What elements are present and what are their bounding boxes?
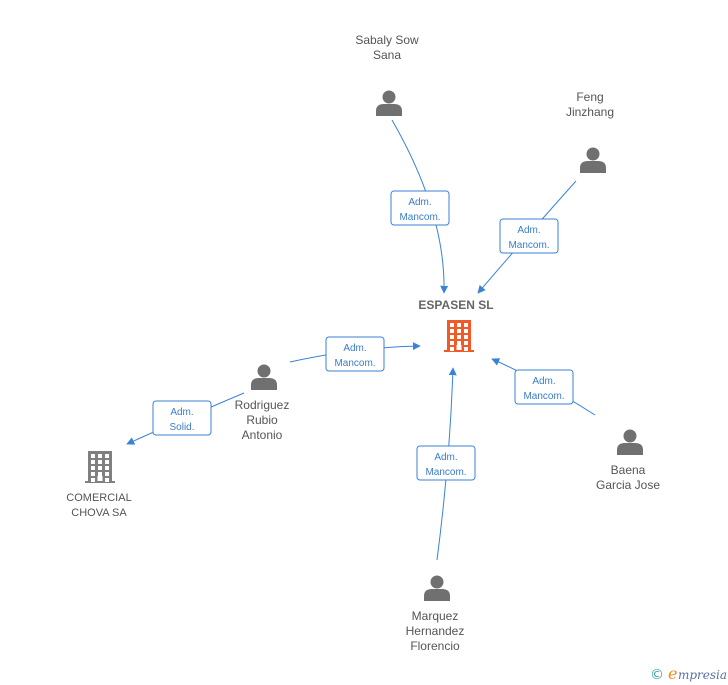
edge-label-box[interactable]: Adm. Mancom. [325,336,385,372]
person-name-line: Rubio [246,413,278,427]
person-name-line: Feng [576,90,603,104]
building-icon[interactable] [85,451,115,483]
person-name-line: Sabaly Sow [355,33,419,47]
edge-label-text: Adm. [343,343,366,354]
edge-label-box[interactable]: Adm. Mancom. [514,369,574,405]
person-name-line: Antonio [242,428,283,442]
company-node-comercial[interactable]: COMERCIAL CHOVA SA [66,451,132,519]
edges-layer: Adm. Mancom. Adm. Mancom. Adm. Mancom. Adm. Man… [126,119,596,561]
edge-label-box[interactable]: Adm. Mancom. [499,218,559,254]
person-icon[interactable] [376,90,402,117]
edge-sabaly-to-center: Adm. Mancom. [390,119,450,294]
edge-label-text: Mancom. [399,212,440,223]
watermark-brand-initial: e [668,664,677,683]
edge-label-text: Solid. [169,422,194,433]
edge-label-text: Mancom. [425,467,466,478]
person-icon[interactable] [617,429,643,456]
edge-label-box[interactable]: Adm. Mancom. [390,190,450,226]
edge-label-frame [499,218,559,254]
edge-label-frame [416,445,476,481]
company-name-line: CHOVA SA [71,507,127,519]
person-name-line: Jinzhang [566,105,614,119]
edge-label-text: Mancom. [523,391,564,402]
person-name-line: Sana [373,48,401,62]
center-company-name[interactable]: ESPASEN SL [418,298,493,312]
nodes-layer: ESPASEN SL Sabaly SowSanaFengJinzhangRodr… [66,33,660,653]
edge-marquez-to-center: Adm. Mancom. [416,367,476,561]
person-name-line: Marquez [412,609,459,623]
edge-label-box[interactable]: Adm. Solid. [152,400,212,436]
edge-label-text: Adm. [170,407,193,418]
person-name-line: Garcia Jose [596,478,660,492]
edge-rodriguez-to-center: Adm. Mancom. [289,336,421,372]
person-icon[interactable] [251,364,277,391]
edge-label-text: Mancom. [334,358,375,369]
center-company-node[interactable]: ESPASEN SL [418,298,494,352]
empresia-watermark: © e mpresia [650,664,727,683]
watermark-brand-rest: mpresia [678,668,727,682]
edge-baena-to-center: Adm. Mancom. [491,358,596,416]
person-name-line: Rodriguez [235,398,290,412]
person-icon[interactable] [580,147,606,174]
company-name: COMERCIAL CHOVA SA [66,492,131,519]
edge-label-box[interactable]: Adm. Mancom. [416,445,476,481]
edge-label-text: Adm. [434,452,457,463]
edge-rodriguez-to-comercial: Adm. Solid. [126,392,245,445]
edge-label-text: Adm. [408,197,431,208]
company-name-line: COMERCIAL [66,492,131,504]
person-icon[interactable] [424,575,450,602]
edge-label-frame [390,190,450,226]
edge-label-text: Mancom. [508,240,549,251]
edge-label-frame [325,336,385,372]
edge-label-frame [514,369,574,405]
person-name-line: Baena [611,463,646,477]
center-building-icon[interactable] [444,320,474,352]
person-name-line: Florencio [410,639,460,653]
edge-label-text: Adm. [517,225,540,236]
edge-label-frame [152,400,212,436]
copyright-symbol: © [650,667,664,683]
edge-feng-to-center: Adm. Mancom. [477,180,577,294]
person-name-line: Hernandez [406,624,465,638]
edge-label-text: Adm. [532,376,555,387]
